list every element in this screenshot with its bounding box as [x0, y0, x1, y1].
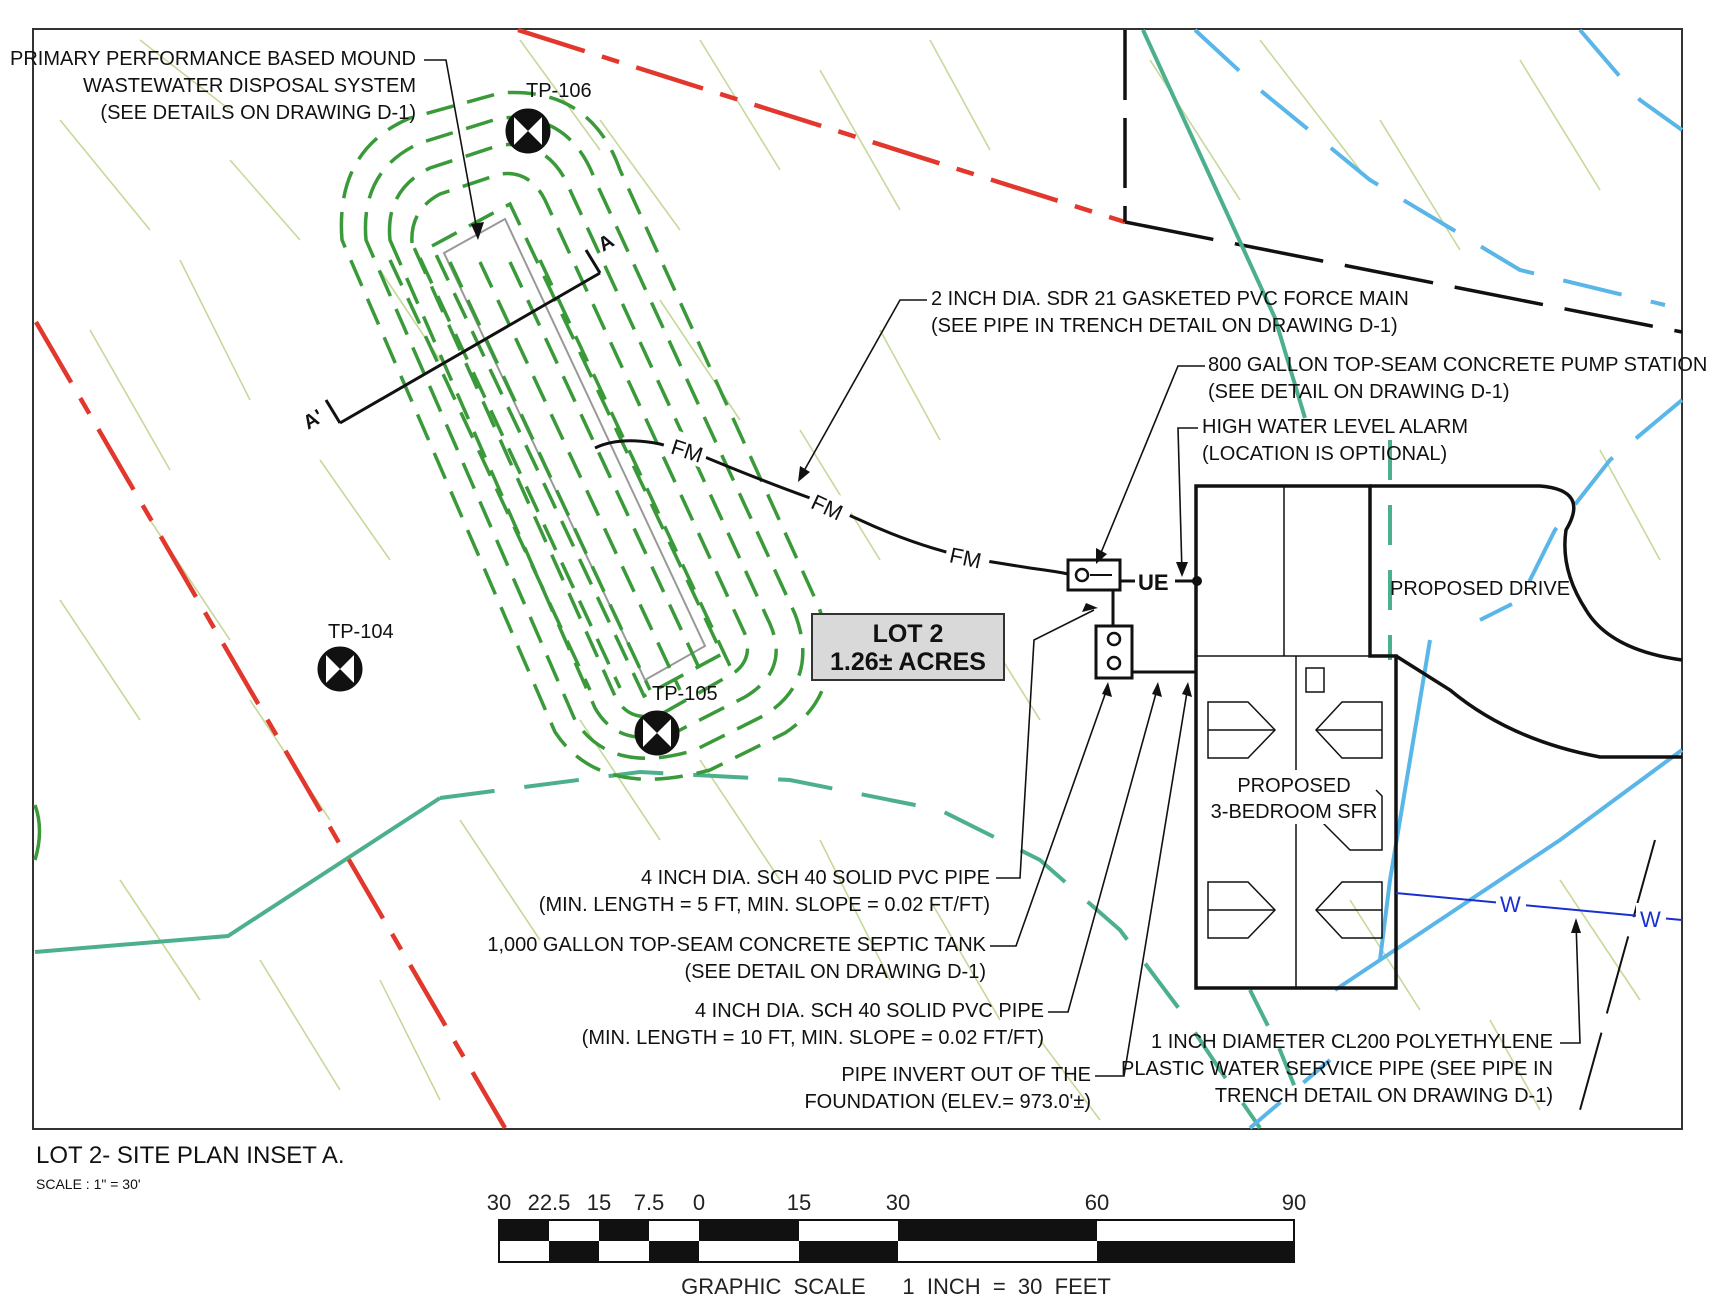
scale-tick-5: 15	[787, 1190, 811, 1215]
force-main-label-line1: 2 INCH DIA. SDR 21 GASKETED PVC FORCE MA…	[931, 288, 1409, 310]
alarm-label-line1: HIGH WATER LEVEL ALARM	[1202, 416, 1468, 438]
graphic-scale-bar	[498, 1219, 1295, 1263]
ue-tag: UE	[1138, 570, 1169, 595]
pump-station-label-line1: 800 GALLON TOP-SEAM CONCRETE PUMP STATIO…	[1208, 354, 1707, 376]
mound-contours	[33, 90, 831, 861]
property-lines	[34, 27, 1126, 1130]
pump-station-label-line2: (SEE DETAIL ON DRAWING D-1)	[1208, 381, 1510, 403]
graphic-scale-caption: GRAPHIC SCALE 1 INCH = 30 FEET	[681, 1274, 1111, 1299]
lot-box	[811, 613, 1005, 681]
water-label-line2: PLASTIC WATER SERVICE PIPE (SEE PIPE IN	[1121, 1058, 1553, 1080]
force-main-label-line2: (SEE PIPE IN TRENCH DETAIL ON DRAWING D-…	[931, 315, 1398, 337]
sfr-label-line2: 3-BEDROOM SFR	[1211, 801, 1378, 823]
septic-tank	[1094, 624, 1196, 680]
pipe10-label-line2: (MIN. LENGTH = 10 FT, MIN. SLOPE = 0.02 …	[582, 1027, 1044, 1049]
drive-label: PROPOSED DRIVE	[1390, 578, 1570, 600]
scale-tick-2: 15	[587, 1190, 611, 1215]
sfr-label-line1: PROPOSED	[1237, 775, 1350, 797]
scale-tick-6: 30	[886, 1190, 910, 1215]
test-pit-tp106	[505, 108, 551, 154]
tp106-label: TP-106	[526, 80, 592, 102]
drawing-frame	[32, 28, 1683, 1130]
scale-tick-3: 7.5	[634, 1190, 665, 1215]
pipe10-label-line1: 4 INCH DIA. SCH 40 SOLID PVC PIPE	[695, 1000, 1044, 1022]
water-label-line1: 1 INCH DIAMETER CL200 POLYETHYLENE	[1151, 1031, 1553, 1053]
scale-tick-8: 90	[1282, 1190, 1306, 1215]
invert-label-line2: FOUNDATION (ELEV.= 973.0'±)	[804, 1091, 1091, 1113]
alarm-label-line2: (LOCATION IS OPTIONAL)	[1202, 443, 1447, 465]
pump-station	[1066, 558, 1122, 626]
property-line-west	[34, 320, 507, 1130]
proposed-drive	[1370, 484, 1683, 759]
scale-tick-1: 22.5	[528, 1190, 571, 1215]
scale-tick-0: 30	[487, 1190, 511, 1215]
leader-arrows	[471, 222, 1581, 933]
lot-label: LOT 2	[873, 620, 944, 648]
mound-label-line2: WASTEWATER DISPOSAL SYSTEM	[83, 75, 416, 97]
leader-lines	[424, 59, 1581, 1077]
pipe5-label-line1: 4 INCH DIA. SCH 40 SOLID PVC PIPE	[641, 867, 990, 889]
section-line-a	[324, 249, 602, 425]
water-tag-2: W	[1640, 907, 1661, 932]
mound-label-line1: PRIMARY PERFORMANCE BASED MOUND	[10, 48, 416, 70]
lot-acres: 1.26± ACRES	[830, 648, 986, 676]
septic-label-line2: (SEE DETAIL ON DRAWING D-1)	[684, 961, 986, 983]
drawing-title: LOT 2- SITE PLAN INSET A.	[36, 1142, 345, 1169]
tp105-label: TP-105	[652, 683, 718, 705]
water-service-line	[1395, 892, 1683, 921]
scale-tick-7: 60	[1085, 1190, 1109, 1215]
scale-tick-4: 0	[693, 1190, 705, 1215]
scale-note: SCALE : 1" = 30'	[36, 1176, 141, 1192]
boundary-lines	[1123, 30, 1683, 1129]
water-label-line3: TRENCH DETAIL ON DRAWING D-1)	[1215, 1085, 1553, 1107]
water-tag-1: W	[1500, 892, 1521, 917]
mound-label-line3: (SEE DETAILS ON DRAWING D-1)	[100, 102, 416, 124]
property-line-north	[517, 27, 1126, 225]
test-pit-tp104	[317, 646, 363, 692]
streams	[1193, 28, 1684, 1130]
tp104-label: TP-104	[328, 621, 394, 643]
graphic-scale-ticks: 30 22.5 15 7.5 0 15 30 60 90	[487, 1190, 1306, 1215]
septic-label-line1: 1,000 GALLON TOP-SEAM CONCRETE SEPTIC TA…	[487, 934, 986, 956]
test-pit-tp105	[634, 710, 680, 756]
teal-contours	[34, 29, 1392, 1130]
pipe5-label-line2: (MIN. LENGTH = 5 FT, MIN. SLOPE = 0.02 F…	[539, 894, 990, 916]
invert-label-line1: PIPE INVERT OUT OF THE	[841, 1064, 1091, 1086]
